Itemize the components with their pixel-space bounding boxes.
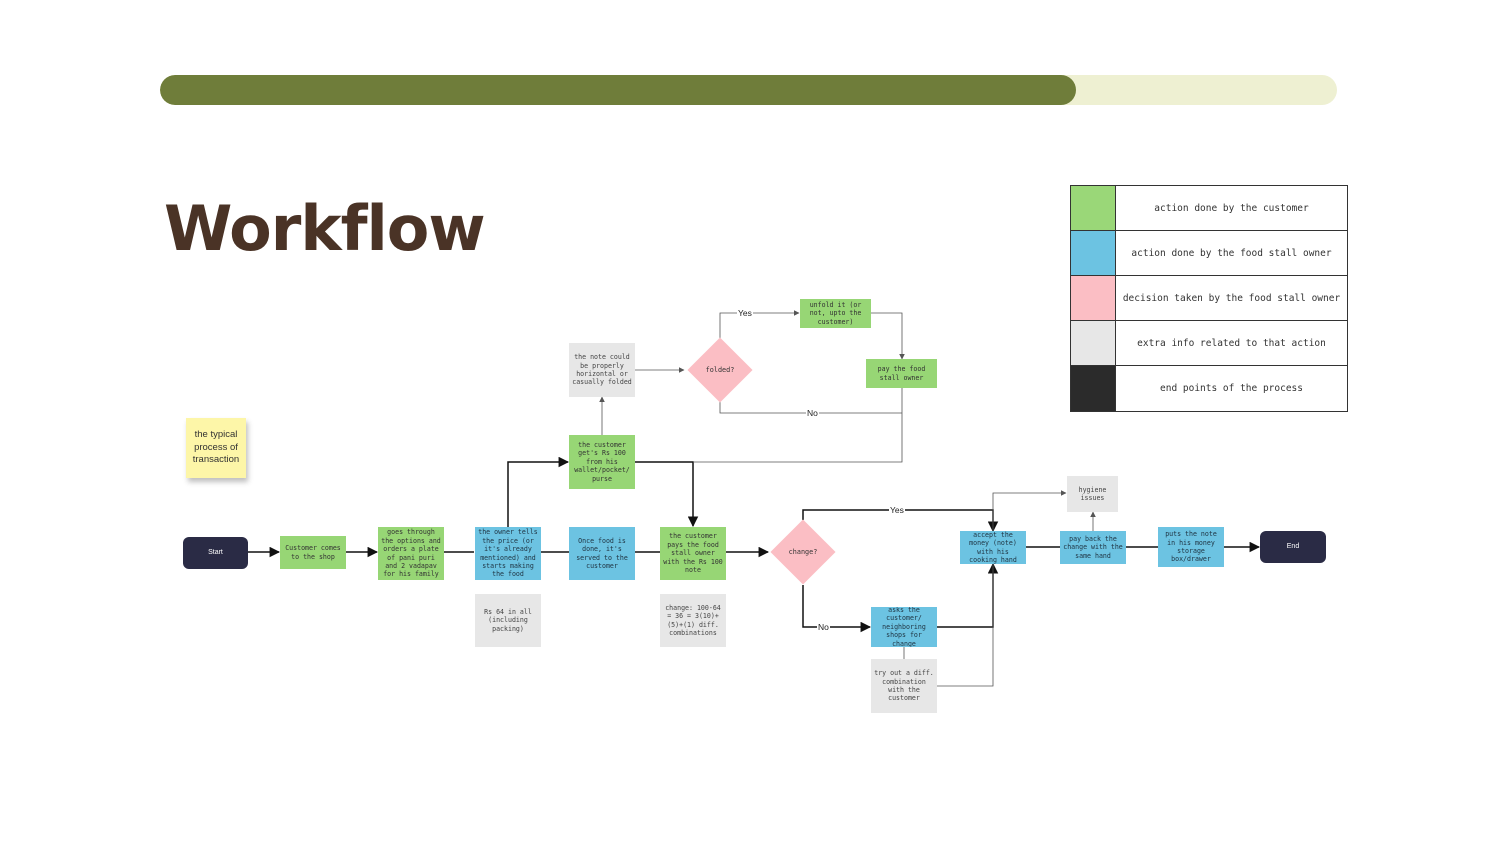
unfold-node: unfold it (or not, upto the customer): [800, 299, 871, 328]
change-decision: change?: [770, 519, 836, 585]
edge-change-no: [802, 585, 872, 633]
price-note: Rs 64 in all (including packing): [475, 594, 541, 647]
try-combination-note: try out a diff. combination with the cus…: [871, 659, 937, 713]
edge-label-change-no: No: [817, 622, 830, 632]
sticky-note: the typical process of transaction: [186, 418, 246, 478]
hygiene-note: hygiene issues: [1067, 476, 1118, 512]
legend-row-extra-info: extra info related to that action: [1071, 321, 1347, 366]
pay-back-change-node: pay back the change with the same hand: [1060, 531, 1126, 564]
customer-comes-node: Customer comes to the shop: [280, 536, 346, 569]
decision-label: folded?: [705, 366, 735, 374]
legend-row-end-points: end points of the process: [1071, 366, 1347, 411]
legend: action done by the customer action done …: [1070, 185, 1348, 412]
pay-owner-node: pay the food stall owner: [866, 359, 937, 388]
edge-label-folded-no: No: [806, 408, 819, 418]
edge-label-change-yes: Yes: [889, 505, 905, 515]
edge-asks-to-accept: [937, 562, 999, 628]
edge-try-to-accept: [937, 564, 994, 687]
legend-row-customer-action: action done by the customer: [1071, 186, 1347, 231]
edge-unfold-to-pay: [871, 312, 905, 360]
change-calculation-note: change: 100-64 = 36 = 3(10)+(5)+(1) diff…: [660, 594, 726, 647]
legend-swatch: [1071, 321, 1116, 365]
legend-label: action done by the customer: [1154, 202, 1309, 214]
puts-note-node: puts the note in his money storage box/d…: [1158, 527, 1224, 567]
decision-label: change?: [788, 548, 818, 556]
legend-row-owner-decision: decision taken by the food stall owner: [1071, 276, 1347, 321]
accept-money-node: accept the money (note) with his cooking…: [960, 531, 1026, 564]
asks-for-change-node: asks the customer/ neighboring shops for…: [871, 607, 937, 647]
edge-pay-to-wallet: [693, 382, 905, 463]
goes-through-options-node: goes through the options and orders a pl…: [378, 527, 444, 580]
customer-gets-note-node: the customer get's Rs 100 from his walle…: [569, 435, 635, 489]
edge-label-folded-yes: Yes: [737, 308, 753, 318]
legend-swatch: [1071, 186, 1116, 230]
folded-decision: folded?: [687, 337, 753, 403]
legend-label: extra info related to that action: [1137, 337, 1326, 349]
legend-swatch: [1071, 366, 1116, 411]
edge-price-to-wallet: [507, 456, 570, 527]
owner-tells-price-node: the owner tells the price (or it's alrea…: [475, 527, 541, 580]
progress-bar-fill: [160, 75, 1076, 105]
food-served-node: Once food is done, it's served to the cu…: [569, 527, 635, 580]
legend-label: decision taken by the food stall owner: [1122, 292, 1341, 304]
edge-wallet-to-pays: [635, 461, 699, 528]
start-node: Start: [183, 537, 248, 569]
edge-folded-yes: [719, 310, 800, 339]
end-node: End: [1260, 531, 1326, 563]
page-title: Workflow: [164, 192, 486, 265]
legend-swatch: [1071, 276, 1116, 320]
note-fold-info: the note could be properly horizontal or…: [569, 343, 635, 397]
customer-pays-node: the customer pays the food stall owner w…: [660, 527, 726, 580]
edge-folded-no: [719, 401, 902, 414]
legend-swatch: [1071, 231, 1116, 275]
progress-bar: [160, 75, 1337, 105]
edge-accept-to-hygiene: [992, 490, 1067, 531]
legend-label: end points of the process: [1160, 383, 1303, 394]
legend-label: action done by the food stall owner: [1131, 247, 1332, 259]
legend-row-owner-action: action done by the food stall owner: [1071, 231, 1347, 276]
